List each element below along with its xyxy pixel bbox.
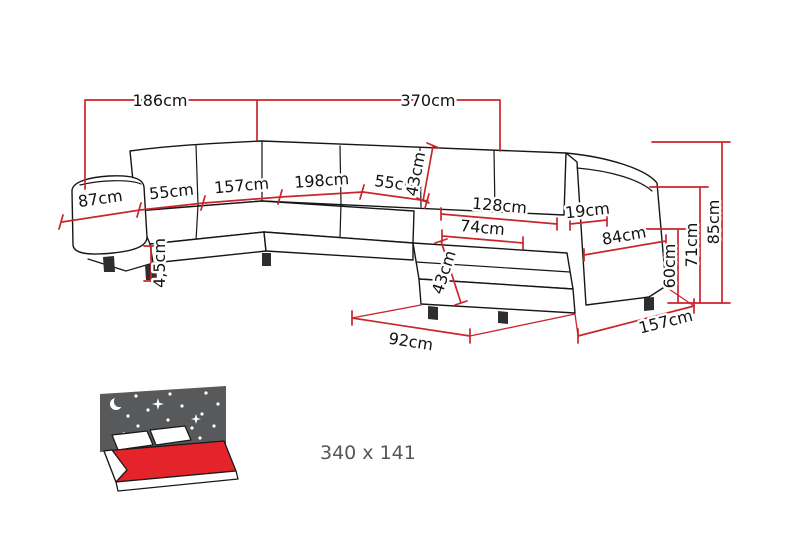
dim-line-chaise-width: [440, 207, 558, 231]
backrest-cushion-dividers: [195, 140, 496, 212]
sofa-leg: [644, 297, 654, 311]
star-dot: [200, 412, 204, 416]
dimension-lines: [58, 99, 731, 344]
dim-line-leg-height: [143, 245, 159, 282]
dim-line-armrest-height: [649, 186, 709, 304]
sofa-leg: [428, 306, 438, 320]
sofa-drawing: [71, 140, 667, 324]
moon-cut: [113, 395, 126, 408]
star-dot: [168, 392, 172, 396]
dim-line-chaise-cushion-depth: [434, 238, 468, 306]
bed-pillow-left: [111, 430, 154, 451]
dim-line-seat-widths: [61, 191, 429, 223]
star-dot: [204, 391, 208, 395]
label-armrest-height: 71cm: [682, 223, 701, 268]
left-wing-base-line: [87, 258, 154, 272]
moon-icon: [110, 395, 126, 410]
bed-base: [115, 470, 239, 492]
sofa-leg: [103, 256, 115, 272]
sleeping-area-label: 340 x 141: [320, 442, 416, 464]
dim-ext-chaise-front: [351, 304, 576, 337]
right-arm-roll-line: [576, 167, 653, 192]
star-dot: [198, 436, 202, 440]
label-total-height: 85cm: [704, 200, 723, 245]
dim-line-right-arm-depth: [583, 234, 667, 262]
label-chaise-front-width: 92cm: [387, 329, 434, 355]
stars-icon: [122, 391, 220, 440]
star-dot: [146, 408, 150, 412]
star-dot: [166, 418, 170, 422]
label-top-left-width: 186cm: [133, 91, 188, 110]
star-dot: [180, 404, 184, 408]
star-dot: [190, 426, 194, 430]
sofa-leg: [262, 253, 271, 266]
sofa-backrest: [129, 140, 567, 216]
label-chaise-width: 128cm: [471, 194, 527, 218]
label-chaise-seat-width: 74cm: [459, 216, 505, 239]
sofa-seat-front-middle: [263, 231, 414, 261]
dim-ticks-seat-widths: [58, 184, 430, 230]
label-top-total-width: 370cm: [401, 91, 456, 110]
dim-line-total-height: [651, 141, 731, 304]
sofa-leg: [498, 311, 508, 324]
dim-ext-right-section: [574, 286, 695, 337]
star-dot: [126, 414, 130, 418]
chaise-cushion-line: [415, 261, 571, 273]
label-center-seat-width: 198cm: [294, 169, 350, 192]
star-dot: [134, 394, 138, 398]
dim-line-top-width: [84, 99, 501, 190]
bed-blanket-fold: [103, 449, 128, 483]
star-dot: [216, 402, 220, 406]
seat-cushion-dividers: [195, 203, 342, 242]
label-leg-height: 4,5cm: [150, 238, 169, 288]
bed-pillow-right: [149, 425, 192, 446]
dim-line-right-arm-width: [569, 213, 608, 231]
sofa-bed-night-icon: [100, 386, 239, 492]
sofa-right-arm: [565, 152, 667, 306]
dim-line-seat-height: [639, 228, 687, 304]
label-seat-height: 60cm: [660, 244, 679, 289]
star-sparkle: [191, 414, 201, 424]
star-dot: [212, 424, 216, 428]
star-sparkle: [152, 398, 164, 410]
star-dot: [136, 424, 140, 428]
dim-line-backrest-height: [416, 142, 440, 204]
